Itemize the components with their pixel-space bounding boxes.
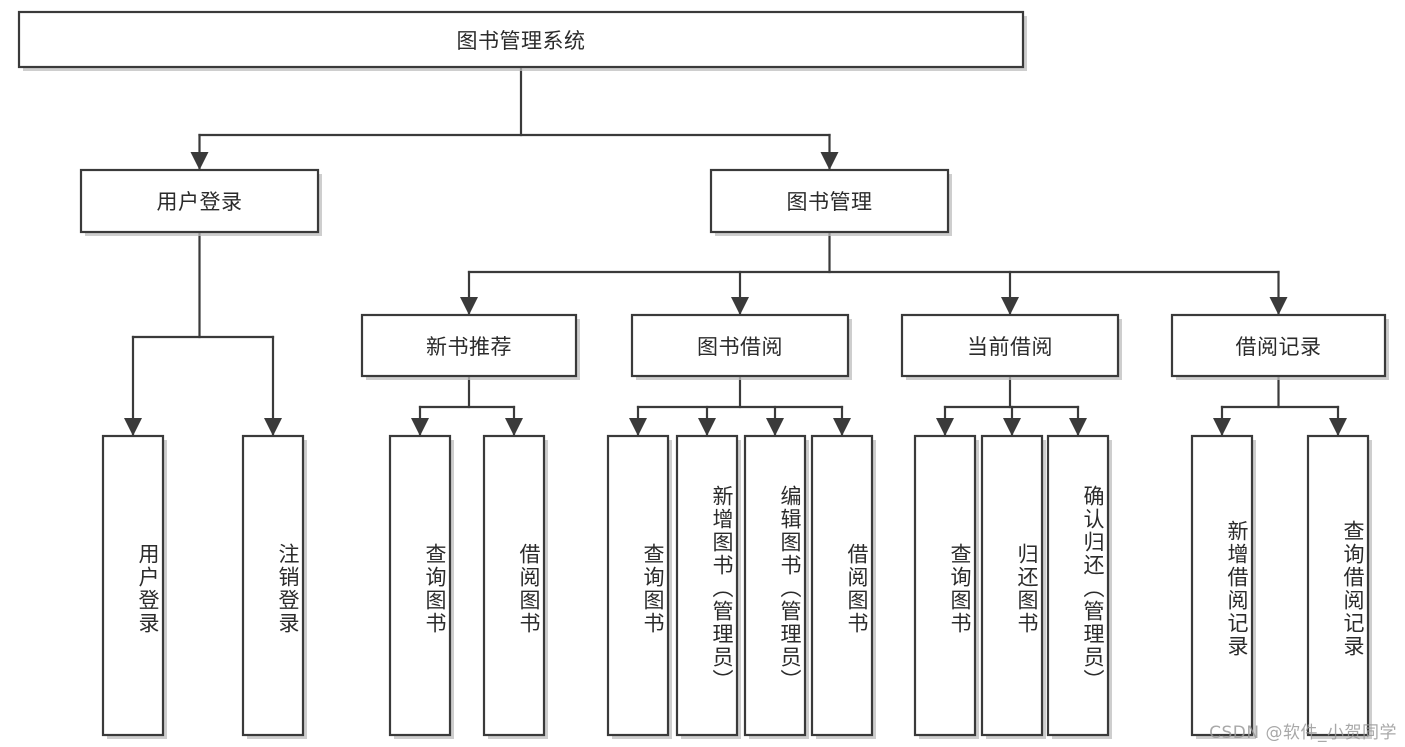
- conn-borrow-leaves: [629, 374, 851, 436]
- node-outline: [79, 168, 320, 234]
- arrow-head-icon: [1269, 297, 1288, 315]
- node-current-borrow[interactable]: [900, 313, 1122, 380]
- arrow-head-icon: [505, 418, 523, 436]
- arrow-head-icon: [731, 297, 749, 315]
- arrow-head-icon: [1213, 418, 1231, 436]
- arrow-head-icon: [411, 418, 429, 436]
- node-outline: [1046, 434, 1110, 737]
- node-leaf-user-login[interactable]: [101, 434, 167, 739]
- arrow-head-icon: [460, 297, 478, 315]
- arrow-head-icon: [629, 418, 647, 436]
- node-leaf-add-record[interactable]: [1190, 434, 1256, 739]
- node-outline: [1306, 434, 1370, 737]
- node-outline: [606, 434, 670, 737]
- node-outline: [17, 10, 1025, 69]
- node-outline: [1190, 434, 1254, 737]
- arrow-head-icon: [936, 418, 954, 436]
- node-book-management[interactable]: [709, 168, 952, 236]
- node-layer: [17, 10, 1389, 739]
- node-leaf-logout[interactable]: [241, 434, 307, 739]
- node-outline: [980, 434, 1044, 737]
- conn-current-leaves: [936, 374, 1087, 436]
- conn-record-leaves: [1213, 374, 1347, 436]
- arrow-head-icon: [1003, 418, 1021, 436]
- node-root[interactable]: [17, 10, 1027, 71]
- node-outline: [709, 168, 950, 234]
- node-leaf-borrow-book-2[interactable]: [810, 434, 876, 739]
- arrow-head-icon: [190, 152, 209, 170]
- node-leaf-edit-book[interactable]: [743, 434, 809, 739]
- node-book-borrow[interactable]: [630, 313, 852, 380]
- node-outline: [630, 313, 850, 378]
- node-outline: [482, 434, 546, 737]
- arrow-head-icon: [264, 418, 282, 436]
- conn-login-to-leaves: [124, 230, 282, 436]
- conn-root-to-level2: [190, 65, 839, 170]
- watermark: CSDN @软件_小贺同学: [1209, 723, 1397, 743]
- arrow-head-icon: [1329, 418, 1347, 436]
- node-outline: [1170, 313, 1387, 378]
- conn-mgmt-to-level3: [460, 230, 1288, 315]
- arrow-head-icon: [766, 418, 784, 436]
- node-outline: [388, 434, 452, 737]
- arrow-head-icon: [124, 418, 142, 436]
- connector-layer: [124, 65, 1347, 436]
- node-outline: [743, 434, 807, 737]
- node-outline: [360, 313, 578, 378]
- arrow-head-icon: [698, 418, 716, 436]
- node-outline: [900, 313, 1120, 378]
- node-leaf-query-book-1[interactable]: [388, 434, 454, 739]
- node-outline: [101, 434, 165, 737]
- node-leaf-confirm-return[interactable]: [1046, 434, 1112, 739]
- node-leaf-query-record[interactable]: [1306, 434, 1372, 739]
- node-borrow-record[interactable]: [1170, 313, 1389, 380]
- node-leaf-add-book[interactable]: [675, 434, 741, 739]
- node-leaf-query-book-3[interactable]: [913, 434, 979, 739]
- node-outline: [241, 434, 305, 737]
- node-leaf-query-book-2[interactable]: [606, 434, 672, 739]
- arrow-head-icon: [1001, 297, 1019, 315]
- arrow-head-icon: [820, 152, 839, 170]
- node-new-book-recommend[interactable]: [360, 313, 580, 380]
- node-leaf-return-book[interactable]: [980, 434, 1046, 739]
- conn-newbook-leaves: [411, 374, 523, 436]
- node-user-login[interactable]: [79, 168, 322, 236]
- node-leaf-borrow-book-1[interactable]: [482, 434, 548, 739]
- node-outline: [675, 434, 739, 737]
- node-outline: [913, 434, 977, 737]
- node-outline: [810, 434, 874, 737]
- arrow-head-icon: [833, 418, 851, 436]
- arrow-head-icon: [1069, 418, 1087, 436]
